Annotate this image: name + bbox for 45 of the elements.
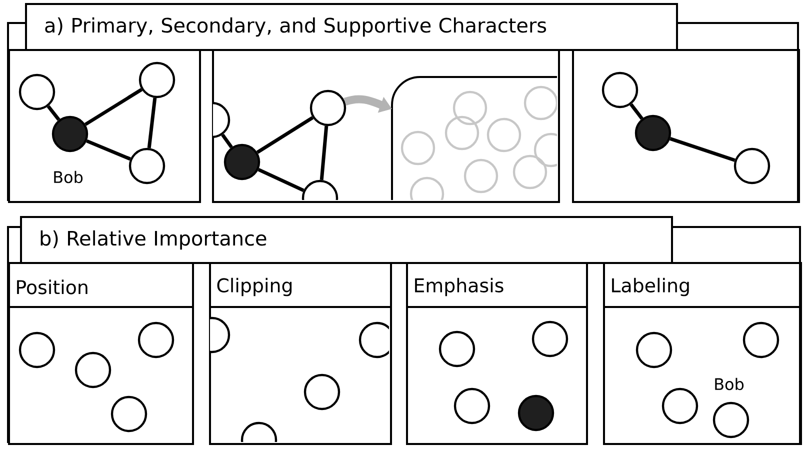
name-label: Bob (54, 170, 83, 184)
circle (438, 330, 476, 368)
section-title: a) Primary, Secondary, and Supportive Characters (25, 3, 678, 51)
circle (74, 352, 112, 388)
circle (454, 388, 490, 424)
circle (138, 322, 174, 358)
edge-line (84, 88, 143, 126)
edge-line (630, 103, 644, 120)
faded-circle (400, 130, 436, 166)
name-label: Bob (715, 378, 744, 390)
edge-line (320, 126, 328, 180)
edge-line (670, 137, 736, 162)
circle (304, 374, 340, 410)
circle (18, 332, 56, 368)
edge-line (147, 98, 157, 148)
edge-line (46, 105, 60, 121)
circle (110, 396, 148, 432)
rounded-box (391, 76, 557, 200)
edge-line (256, 116, 314, 154)
circle (742, 322, 780, 358)
faded-circle (512, 154, 548, 190)
circle (138, 62, 176, 98)
circle (213, 102, 230, 138)
edge-line (221, 134, 233, 148)
circle (712, 402, 750, 438)
circle (310, 90, 346, 126)
filled-circle (224, 144, 260, 180)
circle (210, 316, 230, 354)
faded-circle (464, 158, 498, 194)
edge-line (86, 139, 131, 161)
circle (128, 148, 166, 184)
circle (636, 332, 672, 368)
filled-circle (634, 114, 672, 152)
edge-line (258, 168, 304, 192)
faded-circle (444, 116, 480, 150)
filled-circle (518, 394, 554, 432)
faded-circle (452, 90, 488, 126)
circle (18, 74, 56, 110)
faded-circle (486, 118, 522, 152)
circle (532, 320, 568, 358)
filled-circle (52, 116, 88, 152)
section-title: b) Relative Importance (20, 216, 673, 264)
circle (734, 148, 770, 184)
circle (662, 388, 698, 424)
circle (602, 72, 638, 108)
